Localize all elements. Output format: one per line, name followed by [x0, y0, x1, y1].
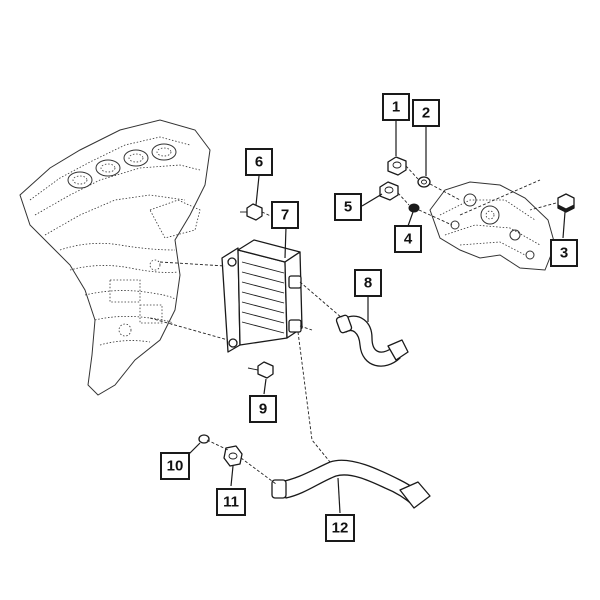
callout-7-label: 7: [281, 207, 289, 224]
fitting-5: [379, 181, 399, 201]
callout-9-label: 9: [259, 401, 267, 418]
washer-2: [417, 176, 431, 188]
engine-block: [19, 119, 211, 396]
callout-4: 4: [394, 225, 422, 253]
hose-8: [335, 314, 409, 367]
fitting-1: [387, 156, 407, 176]
callout-6-label: 6: [255, 154, 263, 171]
callout-3-label: 3: [560, 245, 568, 262]
hose-12: [271, 459, 431, 509]
fitting-11: [223, 445, 243, 467]
callout-5: 5: [334, 193, 362, 221]
callout-2-label: 2: [422, 105, 430, 122]
callout-5-label: 5: [344, 199, 352, 216]
callout-2: 2: [412, 99, 440, 127]
callout-11: 11: [216, 488, 246, 516]
leader-lines: [184, 120, 566, 514]
callout-3: 3: [550, 239, 578, 267]
washer-10: [198, 434, 210, 444]
plug-3: [557, 193, 575, 213]
callout-1-label: 1: [392, 99, 400, 116]
transmission-housing: [429, 181, 556, 271]
callout-8: 8: [354, 269, 382, 297]
assembly-lines: [149, 165, 557, 485]
bolt-9: [247, 361, 274, 379]
callout-1: 1: [382, 93, 410, 121]
callout-10-label: 10: [167, 458, 184, 475]
callout-12: 12: [325, 514, 355, 542]
engine-cylinder-bosses: [67, 143, 177, 189]
callout-10: 10: [160, 452, 190, 480]
callout-9: 9: [249, 395, 277, 423]
cooler-fittings: [227, 257, 302, 348]
callout-4-label: 4: [404, 231, 413, 248]
bolt-6: [240, 203, 263, 221]
callout-7: 7: [271, 201, 299, 229]
callout-8-label: 8: [364, 275, 372, 292]
oil-cooler: [221, 239, 303, 353]
callout-12-label: 12: [332, 520, 349, 537]
callout-6: 6: [245, 148, 273, 176]
washer-4: [408, 203, 420, 213]
callout-11-label: 11: [223, 494, 239, 511]
